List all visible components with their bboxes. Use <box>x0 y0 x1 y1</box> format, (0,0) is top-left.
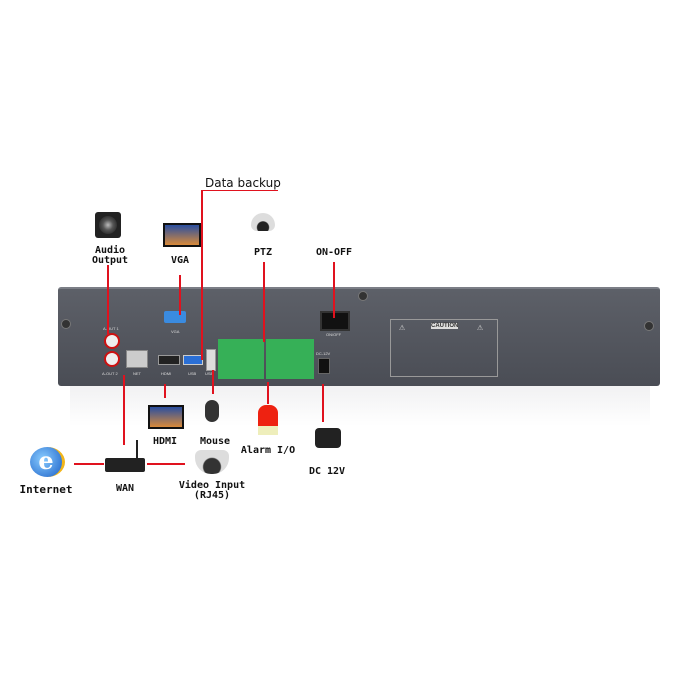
net-label: NET <box>133 371 141 376</box>
caution-label: CAUTION <box>431 323 459 329</box>
speaker-icon <box>95 212 121 238</box>
net-port <box>126 350 148 368</box>
rca-port-2 <box>104 351 120 367</box>
hdmi-device-label: HDMI <box>152 436 178 447</box>
aout1-label: A-OUT 1 <box>103 326 119 331</box>
screw-icon <box>644 321 654 331</box>
onoff-line <box>333 262 335 318</box>
usb2-port <box>206 349 216 371</box>
screw-icon <box>61 319 71 329</box>
vga-label: VGA <box>171 329 180 334</box>
internet-label: Internet <box>19 483 73 496</box>
dc-line <box>322 384 324 422</box>
screw-icon <box>358 291 368 301</box>
data-backup-line <box>201 190 203 360</box>
audio-output-label: Audio Output <box>91 245 129 266</box>
monitor-icon <box>148 405 184 429</box>
dc-label: DC-12V <box>316 351 331 356</box>
dc-jack <box>318 358 330 374</box>
internet-wan-line <box>74 463 104 465</box>
video-input-label: Video Input (RJ45) <box>178 480 246 501</box>
terminal-block-right <box>266 339 314 379</box>
aout2-label: A-OUT 2 <box>102 371 118 376</box>
mouse-icon <box>205 400 219 422</box>
vga-line <box>179 275 181 315</box>
usb3-port <box>183 355 203 365</box>
terminal-block-left <box>218 339 264 379</box>
wan-line <box>123 375 125 445</box>
vga-port <box>164 311 186 323</box>
audio-line <box>107 265 109 335</box>
ptz-label: PTZ <box>253 247 273 258</box>
alarm-io-label: Alarm I/O <box>240 445 296 456</box>
rca-port-1 <box>104 333 120 349</box>
warning-icon: ⚠ <box>477 322 484 333</box>
wan-video-line <box>147 463 185 465</box>
mouse-label: Mouse <box>199 436 231 447</box>
alarm-light-icon <box>258 405 278 435</box>
dome-camera-icon <box>251 213 275 231</box>
data-backup-label: Data backup <box>205 176 281 190</box>
power-adapter-icon <box>315 428 341 448</box>
router-antenna <box>136 440 138 458</box>
dome-camera-icon <box>195 450 229 474</box>
data-backup-line <box>201 190 278 191</box>
hdmi-line <box>164 384 166 398</box>
hdmi-port <box>158 355 180 365</box>
mouse-line <box>212 370 214 394</box>
internet-explorer-icon: e <box>30 447 65 477</box>
nvr-rear-panel: A-OUT 1 A-OUT 2 NET VGA HDMI USB USB DC-… <box>58 287 660 386</box>
wan-label: WAN <box>115 483 135 494</box>
caution-sticker: CAUTION ⚠ ⚠ <box>390 319 498 377</box>
router-icon <box>105 458 145 472</box>
monitor-icon <box>163 223 201 247</box>
alarm-line <box>267 382 269 404</box>
onoff-device-label: ON-OFF <box>315 247 353 258</box>
usb2-label: USB <box>205 371 214 376</box>
warning-icon: ⚠ <box>399 322 406 333</box>
dc-12v-label: DC 12V <box>308 466 346 477</box>
onoff-label: ON/OFF <box>326 332 342 337</box>
power-switch[interactable] <box>320 311 350 331</box>
hdmi-label: HDMI <box>161 371 172 376</box>
ptz-line <box>263 262 265 342</box>
usb-label: USB <box>188 371 197 376</box>
vga-device-label: VGA <box>170 255 190 266</box>
